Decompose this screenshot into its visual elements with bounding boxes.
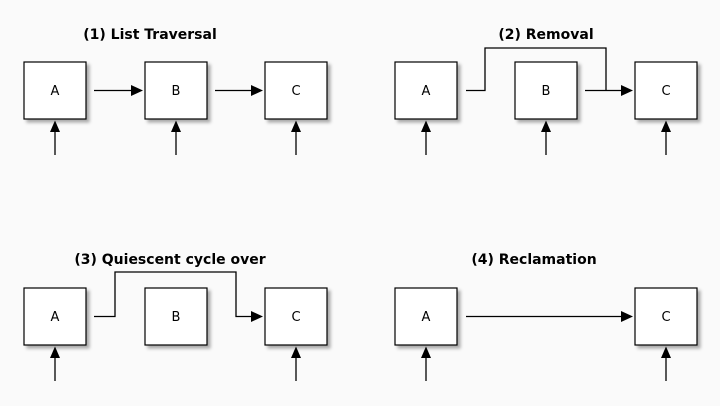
pointer-arrow-a-over-b-to-c: [466, 47, 607, 92]
node-label-a: A: [51, 84, 60, 99]
reader-ref-arrow-a: [421, 346, 431, 381]
reader-ref-arrow-a: [50, 120, 60, 155]
arrowhead-icon: [621, 85, 633, 96]
reader-ref-arrow-b: [541, 120, 551, 155]
node-label-c: C: [661, 84, 670, 99]
panel-4-title: (4) Reclamation: [471, 252, 596, 268]
node-label-b: B: [172, 84, 181, 99]
node-label-b: B: [172, 310, 181, 325]
arrowhead-icon: [131, 85, 143, 96]
panel-1-title: (1) List Traversal: [83, 27, 217, 43]
up-arrowhead-icon: [421, 346, 431, 358]
reader-ref-arrow-c: [291, 346, 301, 381]
reader-ref-arrow-c: [661, 120, 671, 155]
pointer-arrow-b-to-c: [215, 85, 263, 96]
pointer-arrow-a-to-c: [466, 311, 633, 322]
reader-ref-arrow-a: [50, 346, 60, 381]
panel-2-title: (2) Removal: [498, 27, 593, 43]
panel-1-drawing: (1) List Traversal A B C: [23, 27, 328, 155]
node-box-b: [144, 61, 208, 120]
node-label-c: C: [661, 310, 670, 325]
pointer-arrow-b-to-c: [585, 85, 633, 96]
node-label-c: C: [291, 310, 300, 325]
up-arrowhead-icon: [291, 346, 301, 358]
node-label-a: A: [422, 310, 431, 325]
node-box-a: [394, 61, 458, 120]
node-box-c: [264, 61, 328, 120]
node-box-a: [23, 61, 87, 120]
pointer-line: [94, 271, 251, 318]
reader-ref-arrow-b: [171, 120, 181, 155]
node-label-a: A: [422, 84, 431, 99]
reader-ref-arrow-c: [661, 346, 671, 381]
arrowhead-icon: [251, 85, 263, 96]
panel-reclamation: (4) Reclamation A C: [360, 203, 720, 406]
panel-4-drawing: (4) Reclamation A C: [394, 252, 698, 381]
node-box-c: [634, 61, 698, 120]
node-box-b: [144, 287, 208, 346]
panel-list-traversal: (1) List Traversal A B C: [0, 0, 360, 203]
up-arrowhead-icon: [171, 120, 181, 132]
up-arrowhead-icon: [661, 120, 671, 132]
node-box-c: [264, 287, 328, 346]
panel-2-drawing: (2) Removal A B C: [394, 27, 698, 155]
up-arrowhead-icon: [421, 120, 431, 132]
panel-3-drawing: (3) Quiescent cycle over A B C: [23, 252, 328, 381]
reader-ref-arrow-a: [421, 120, 431, 155]
node-box-a: [394, 287, 458, 346]
node-box-c: [634, 287, 698, 346]
arrowhead-icon: [621, 311, 633, 322]
node-box-b: [514, 61, 578, 120]
node-label-c: C: [291, 84, 300, 99]
up-arrowhead-icon: [661, 346, 671, 358]
panel-quiescent-cycle: (3) Quiescent cycle over A B C: [0, 203, 360, 406]
node-label-a: A: [51, 310, 60, 325]
reader-ref-arrow-c: [291, 120, 301, 155]
arrowhead-icon: [251, 311, 263, 322]
node-label-b: B: [542, 84, 551, 99]
up-arrowhead-icon: [541, 120, 551, 132]
pointer-arrow-a-to-b: [94, 85, 143, 96]
panel-3-title: (3) Quiescent cycle over: [74, 252, 265, 268]
up-arrowhead-icon: [291, 120, 301, 132]
up-arrowhead-icon: [50, 120, 60, 132]
panel-removal: (2) Removal A B C: [360, 0, 720, 203]
node-box-a: [23, 287, 87, 346]
pointer-arrow-a-over-b-to-c: [94, 271, 263, 322]
up-arrowhead-icon: [50, 346, 60, 358]
